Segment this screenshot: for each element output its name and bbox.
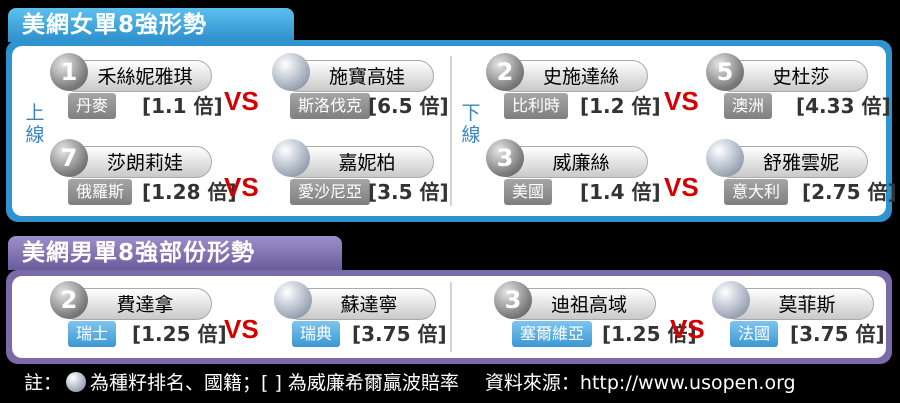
player-card: 禾絲妮雅琪 1 丹麥 [1.1 倍] xyxy=(50,52,223,122)
player-card: 蘇達寧 瑞典 [3.75 倍] xyxy=(274,280,447,350)
player-odds: [1.25 倍] xyxy=(132,322,227,346)
player-odds: [2.75 倍] xyxy=(802,180,897,204)
player-odds: [3.5 倍] xyxy=(368,180,449,204)
source-text: 資料來源：http://www.usopen.org xyxy=(484,372,796,394)
seed-badge-icon: 2 xyxy=(486,53,524,91)
women-section-title: 美網女單8強形勢 xyxy=(8,8,294,42)
player-card: 莎朗莉娃 7 俄羅斯 [1.28 倍] xyxy=(50,138,237,208)
player-country: 斯洛伐克 xyxy=(290,93,371,119)
vs-label: VS xyxy=(664,86,699,116)
player-card: 史施達絲 2 比利時 [1.2 倍] xyxy=(486,52,661,122)
vs-label: VS xyxy=(224,172,259,202)
lower-half-label: 下線 xyxy=(461,102,481,146)
note-text: 為種籽排名、國籍；[ ] 為威廉希爾贏波賠率 xyxy=(90,372,459,394)
player-card: 莫菲斯 法國 [3.75 倍] xyxy=(712,280,885,350)
player-odds: [3.75 倍] xyxy=(790,322,885,346)
player-country: 意大利 xyxy=(724,179,789,205)
player-country: 塞爾維亞 xyxy=(512,321,593,347)
player-odds: [1.4 倍] xyxy=(580,180,661,204)
player-country: 愛沙尼亞 xyxy=(290,179,371,205)
player-odds: [1.2 倍] xyxy=(580,94,661,118)
player-odds: [1.1 倍] xyxy=(142,94,223,118)
player-card: 史杜莎 5 澳洲 [4.33 倍] xyxy=(706,52,891,122)
player-card: 迪祖高域 3 塞爾維亞 [1.25 倍] xyxy=(494,280,697,350)
unseeded-badge-icon xyxy=(272,53,310,91)
player-odds: [6.5 倍] xyxy=(368,94,449,118)
seed-badge-icon: 5 xyxy=(706,53,744,91)
vs-label: VS xyxy=(664,172,699,202)
player-country: 俄羅斯 xyxy=(68,179,133,205)
player-odds: [1.25 倍] xyxy=(602,322,697,346)
unseeded-badge-icon xyxy=(706,139,744,177)
seed-badge-icon: 7 xyxy=(50,139,88,177)
women-panel-inner: 上線 下線 禾絲妮雅琪 1 丹麥 [1.1 倍] VS 施寶高娃 斯洛伐克 [6… xyxy=(12,46,897,216)
player-card: 施寶高娃 斯洛伐克 [6.5 倍] xyxy=(272,52,449,122)
player-country: 美國 xyxy=(504,179,553,205)
women-divider xyxy=(450,56,452,206)
seed-legend-icon xyxy=(66,372,87,392)
unseeded-badge-icon xyxy=(712,281,750,319)
unseeded-badge-icon xyxy=(274,281,312,319)
note-prefix: 註： xyxy=(24,372,63,394)
player-card: 費達拿 2 瑞士 [1.25 倍] xyxy=(50,280,227,350)
seed-badge-icon: 2 xyxy=(50,281,88,319)
seed-badge-icon: 1 xyxy=(50,53,88,91)
player-odds: [1.28 倍] xyxy=(142,180,237,204)
player-card: 威廉絲 3 美國 [1.4 倍] xyxy=(486,138,661,208)
men-panel-inner: 費達拿 2 瑞士 [1.25 倍] VS 蘇達寧 瑞典 [3.75 倍] 迪祖高… xyxy=(12,276,886,358)
unseeded-badge-icon xyxy=(272,139,310,177)
vs-label: VS xyxy=(224,314,259,344)
vs-label: VS xyxy=(670,314,705,344)
player-country: 法國 xyxy=(730,321,779,347)
footer-note: 註： 為種籽排名、國籍；[ ] 為威廉希爾贏波賠率 資料來源：http://www.… xyxy=(24,369,796,397)
player-country: 比利時 xyxy=(504,93,569,119)
seed-badge-icon: 3 xyxy=(486,139,524,177)
women-panel: 上線 下線 禾絲妮雅琪 1 丹麥 [1.1 倍] VS 施寶高娃 斯洛伐克 [6… xyxy=(6,40,897,222)
upper-half-label: 上線 xyxy=(25,102,45,146)
player-card: 嘉妮柏 愛沙尼亞 [3.5 倍] xyxy=(272,138,449,208)
player-card: 舒雅雲妮 意大利 [2.75 倍] xyxy=(706,138,897,208)
player-country: 澳洲 xyxy=(724,93,773,119)
vs-label: VS xyxy=(224,86,259,116)
player-odds: [4.33 倍] xyxy=(796,94,891,118)
men-section-title: 美網男單8強部份形勢 xyxy=(8,236,342,270)
player-country: 丹麥 xyxy=(68,93,117,119)
men-panel: 費達拿 2 瑞士 [1.25 倍] VS 蘇達寧 瑞典 [3.75 倍] 迪祖高… xyxy=(6,270,892,364)
seed-badge-icon: 3 xyxy=(494,281,532,319)
player-country: 瑞士 xyxy=(68,321,117,347)
player-country: 瑞典 xyxy=(292,321,341,347)
player-odds: [3.75 倍] xyxy=(352,322,447,346)
men-divider xyxy=(450,282,452,352)
